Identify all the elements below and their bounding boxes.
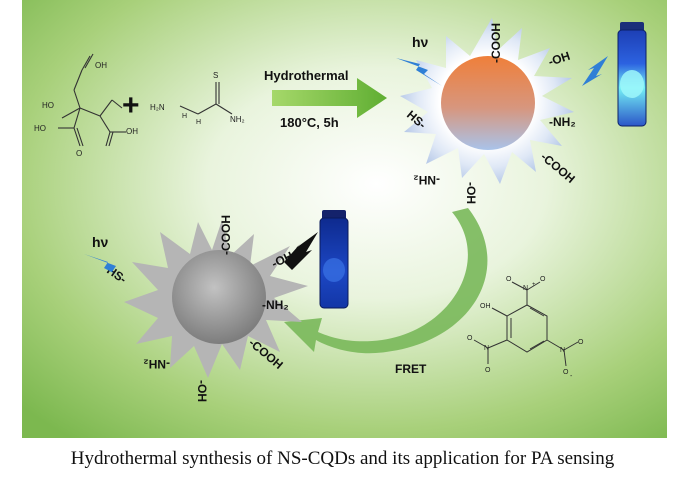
- emission-lightning-icon: [582, 56, 608, 86]
- quenched-core: [172, 250, 266, 344]
- pa-o-3: O: [467, 335, 473, 342]
- fluor-oh-right: -OH: [547, 49, 572, 69]
- hv-label-top: hν: [412, 34, 429, 50]
- thiosemicarbazide-structure: [179, 82, 233, 115]
- citric-acid-labels: OH HO HO OH O: [34, 61, 138, 158]
- citric-acid-structure: [58, 53, 126, 147]
- quench-cooh-top: -COOH: [219, 215, 233, 255]
- thio-h-label: H: [182, 113, 187, 120]
- citric-oh-label-2: OH: [126, 127, 138, 136]
- quenched-cqd: -COOH -OH HS- -NH₂ -NH₂ -COOH -OH: [104, 215, 308, 402]
- hydrothermal-arrow: [272, 78, 387, 118]
- thio-s-label: S: [213, 71, 218, 80]
- thio-nh2-label: NH₂: [230, 115, 245, 124]
- plus-sign: +: [122, 89, 140, 122]
- quench-nh2: -NH₂: [262, 298, 289, 312]
- schematic-figure: OH HO HO OH O + S H₂N NH₂ H H Hydrotherm…: [22, 0, 667, 438]
- fluor-nh2-flipped: -NH₂: [413, 173, 440, 187]
- pa-o-2: O: [540, 276, 546, 283]
- quench-oh-bottom: -OH: [195, 380, 209, 402]
- fluorescent-vial: [617, 22, 647, 127]
- hydrothermal-label: Hydrothermal: [264, 68, 349, 83]
- pa-o-4: O: [485, 367, 491, 374]
- pa-oh-label: OH: [480, 303, 491, 310]
- quench-nh2-flipped: -NH₂: [143, 357, 170, 371]
- fluor-cooh-top: -COOH: [489, 23, 503, 63]
- fluor-oh-bottom: -OH: [464, 182, 478, 204]
- pa-n-top: N: [523, 285, 528, 292]
- thiosemicarbazide-labels: S H₂N NH₂ H H: [150, 71, 245, 126]
- thio-h-label-2: H: [196, 119, 201, 126]
- fluorescent-core: [441, 56, 535, 150]
- citric-o-label: O: [76, 149, 82, 158]
- citric-ho-label-2: HO: [34, 124, 46, 133]
- pa-minus: -: [570, 373, 573, 380]
- pa-o-1: O: [506, 276, 512, 283]
- fluor-nh2: -NH₂: [549, 115, 576, 129]
- citric-ho-label: HO: [42, 101, 54, 110]
- picric-acid-structure: [473, 281, 579, 367]
- conditions-label: 180°C, 5h: [280, 115, 339, 130]
- pa-n-right: N: [560, 347, 565, 354]
- citric-oh-label: OH: [95, 61, 107, 70]
- picric-acid-labels: N O O OH N O O N O O + -: [467, 276, 584, 380]
- lightning-icon-bottom: [84, 254, 130, 282]
- fret-curved-arrow: [284, 208, 488, 354]
- fret-label: FRET: [395, 362, 427, 376]
- figure-caption: Hydrothermal synthesis of NS-CQDs and it…: [70, 448, 615, 469]
- quenched-vial: [319, 210, 349, 309]
- pa-o-6: O: [563, 369, 569, 376]
- hv-label-bottom: hν: [92, 234, 109, 250]
- pa-n-left: N: [484, 345, 489, 352]
- thio-h2n-label: H₂N: [150, 103, 165, 112]
- pa-plus: +: [532, 282, 536, 288]
- fluorescent-cqd: -COOH -OH HS- -NH₂ -NH₂ -COOH -OH: [400, 18, 578, 204]
- schematic-svg: OH HO HO OH O + S H₂N NH₂ H H Hydrotherm…: [22, 0, 667, 438]
- quenched-lightning-icon: [284, 232, 318, 270]
- pa-o-5: O: [578, 339, 584, 346]
